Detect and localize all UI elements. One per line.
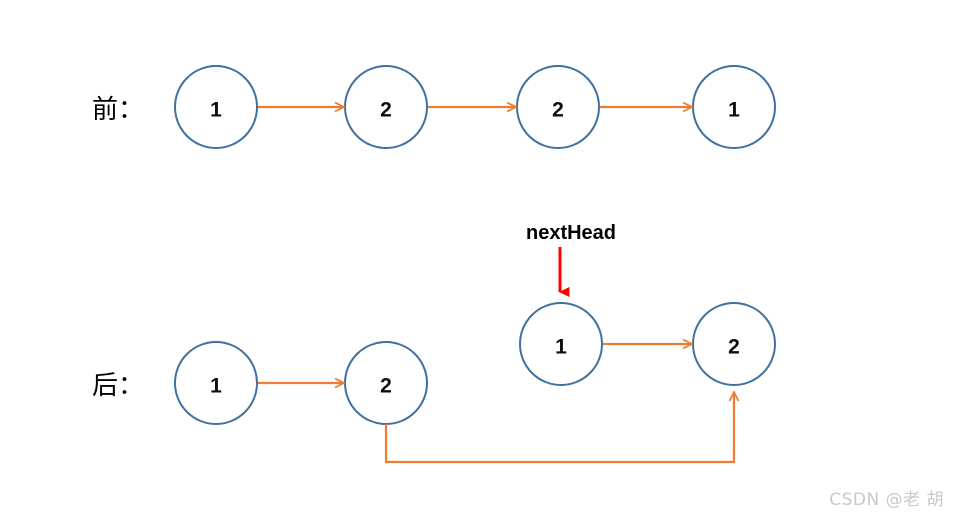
node-circle	[344, 65, 428, 149]
row-after-label: 后：	[92, 371, 144, 401]
node-before-1: 2	[344, 65, 428, 149]
node-value: 1	[210, 375, 222, 398]
link-arrow-after-1-to-3-wrap	[384, 393, 734, 464]
row-after: 后： 1 2 1 2	[92, 302, 776, 464]
node-value: 2	[380, 99, 392, 122]
node-after-0: 1	[174, 341, 258, 425]
row-before-label: 前：	[92, 95, 144, 125]
node-circle	[174, 65, 258, 149]
pointer-label: nextHead	[526, 222, 616, 244]
node-after-2: 1	[519, 302, 603, 386]
node-value: 2	[380, 375, 392, 398]
node-circle	[516, 65, 600, 149]
node-value: 2	[728, 336, 740, 359]
node-before-2: 2	[516, 65, 600, 149]
node-circle	[174, 341, 258, 425]
pointer-next-head: nextHead	[526, 222, 616, 297]
node-value: 1	[555, 336, 567, 359]
node-value: 1	[210, 99, 222, 122]
node-circle	[692, 65, 776, 149]
watermark: CSDN @老 胡	[829, 490, 944, 510]
node-value: 1	[728, 99, 740, 122]
node-value: 2	[552, 99, 564, 122]
node-circle	[519, 302, 603, 386]
node-before-3: 1	[692, 65, 776, 149]
node-after-3: 2	[692, 302, 776, 386]
node-before-0: 1	[174, 65, 258, 149]
node-after-1: 2	[344, 341, 428, 425]
row-before: 前： 1 2 2 1	[92, 65, 776, 149]
node-circle	[692, 302, 776, 386]
